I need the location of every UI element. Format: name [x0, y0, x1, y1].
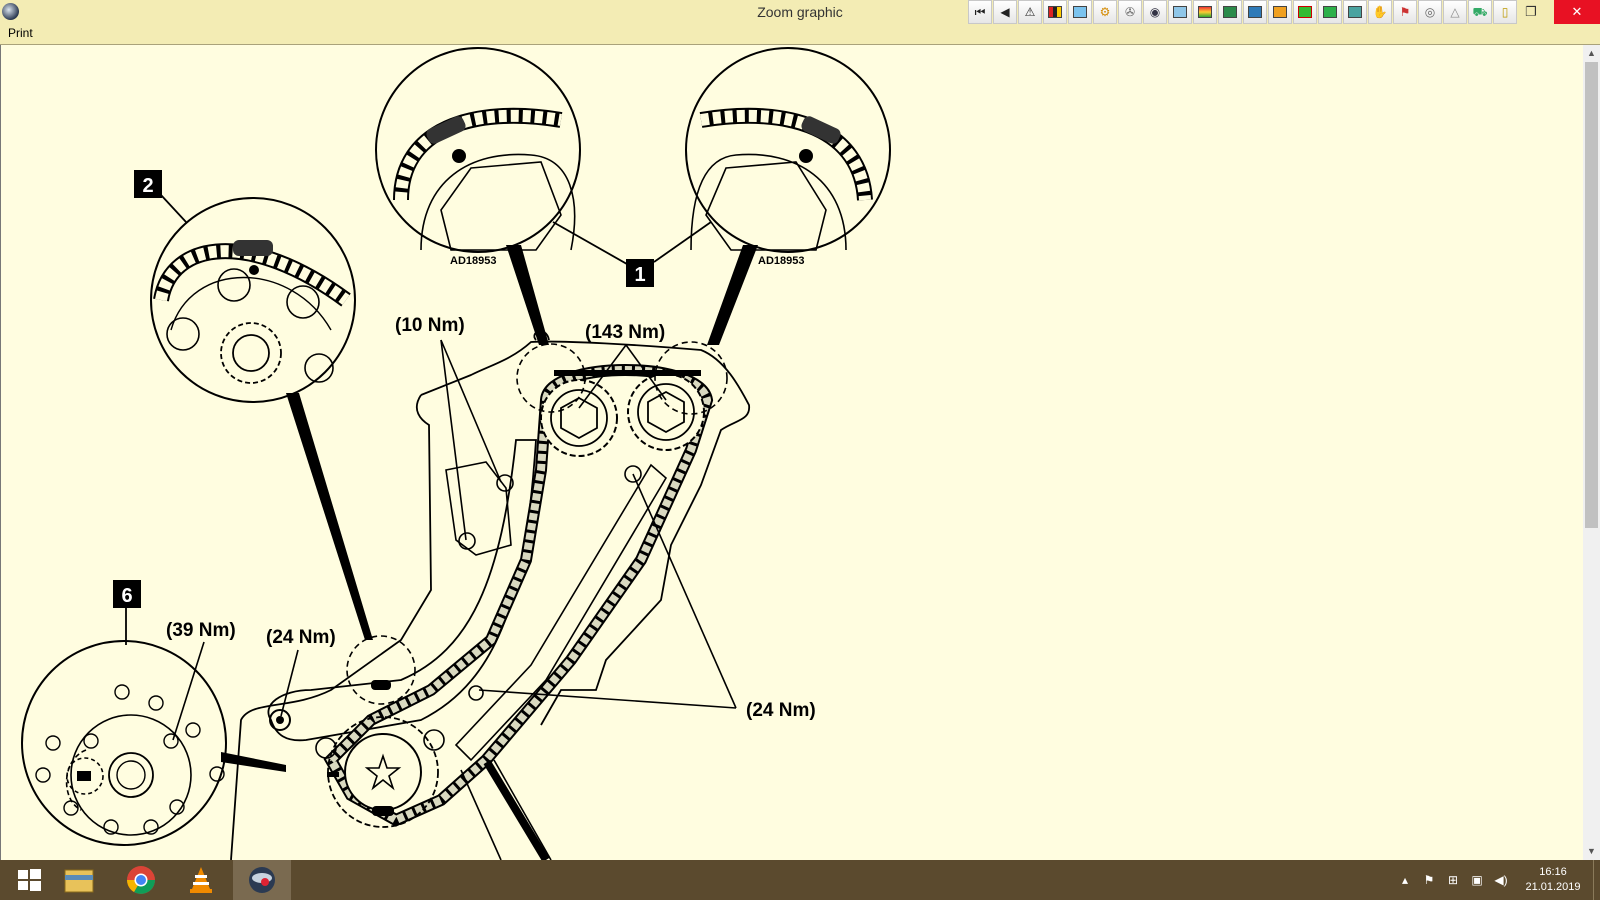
- tags-icon[interactable]: [1293, 0, 1317, 24]
- camshaft-sprocket-left: [540, 379, 618, 457]
- table-icon[interactable]: [1318, 0, 1342, 24]
- taskbar: ▴ ⚑ ⊞ ▣ ◀) 16:16 21.01.2019: [0, 860, 1600, 900]
- zoom-graphic-canvas: 1 2 6 (10 Nm) (143 Nm) (39 Nm) (24 Nm) (…: [0, 45, 1584, 860]
- callout-box-6: [113, 580, 141, 608]
- lower-chain-right: [460, 759, 552, 860]
- callout-boxes: 1 2 6: [113, 170, 654, 608]
- camshaft-sprocket-right: [627, 373, 705, 451]
- engine-icon[interactable]: ⚑: [1393, 0, 1417, 24]
- autodata-app-icon: [249, 867, 275, 893]
- camera-icon[interactable]: ◎: [1418, 0, 1442, 24]
- gear-icon[interactable]: ⚙: [1093, 0, 1117, 24]
- close-button[interactable]: ✕: [1554, 0, 1600, 24]
- settings-icon[interactable]: [1343, 0, 1367, 24]
- flag-icon[interactable]: ⚑: [1423, 873, 1435, 887]
- color-palette-icon[interactable]: [1043, 0, 1067, 24]
- menu-bar: Print: [0, 24, 1600, 45]
- clock-icon[interactable]: ◉: [1143, 0, 1167, 24]
- taskbar-file-explorer[interactable]: [50, 860, 108, 900]
- system-tray: ▴ ⚑ ⊞ ▣ ◀) 16:16 21.01.2019: [1393, 860, 1600, 900]
- tensioner-rail: [267, 439, 537, 742]
- window-title: Zoom graphic: [757, 4, 843, 20]
- callout-box-2: [134, 170, 162, 198]
- guide-rail: [454, 463, 668, 762]
- tensioner-contact-mark: [371, 680, 391, 690]
- glove-icon[interactable]: ✋: [1368, 0, 1392, 24]
- leader-lines: [125, 194, 758, 772]
- chain-tensioner: [445, 461, 514, 556]
- detail-view-1-left: [375, 47, 581, 253]
- info-icon[interactable]: ▯: [1493, 0, 1517, 24]
- toolbar: ⏮ ◀ ⚠ ⚙ ✇ ◉ ✋ ⚑ ◎ △ ⛟ ▯: [968, 0, 1517, 24]
- detail-markers: [346, 341, 728, 705]
- warning-icon[interactable]: ⚠: [1018, 0, 1042, 24]
- first-page-icon[interactable]: ⏮: [968, 0, 992, 24]
- torque-label-24nm-right: (24 Nm): [746, 700, 816, 721]
- detail-view-1-right: [685, 47, 891, 253]
- callout-label-6: 6: [121, 585, 132, 607]
- window-controls: ❐ ✕: [1508, 0, 1600, 24]
- timing-chain: [323, 364, 714, 827]
- chart-icon[interactable]: [1193, 0, 1217, 24]
- torque-label-24nm-left: (24 Nm): [266, 627, 336, 648]
- taskbar-chrome[interactable]: [112, 860, 170, 900]
- restore-button[interactable]: ❐: [1525, 4, 1537, 19]
- callout-box-1: [626, 259, 654, 287]
- tray-expand-icon[interactable]: ▴: [1401, 873, 1409, 887]
- part-codes: AD18953 AD18953: [450, 255, 804, 267]
- torque-label-39nm: (39 Nm): [166, 620, 236, 641]
- previous-page-icon[interactable]: ◀: [993, 0, 1017, 24]
- folder-icon: [64, 869, 94, 893]
- hand-sign-icon[interactable]: △: [1443, 0, 1467, 24]
- timing-chain-diagram: 1 2 6 (10 Nm) (143 Nm) (39 Nm) (24 Nm) (…: [21, 47, 891, 860]
- windows-logo-icon: [18, 869, 41, 891]
- windows-start-button[interactable]: [0, 860, 58, 900]
- part-code-left: AD18953: [450, 255, 496, 267]
- menu-print[interactable]: Print: [8, 26, 33, 40]
- layout-icon[interactable]: [1218, 0, 1242, 24]
- usb-icon[interactable]: ⊞: [1447, 873, 1459, 887]
- vertical-scrollbar[interactable]: ▲ ▼: [1583, 45, 1600, 860]
- vlc-cone-icon: [190, 867, 212, 893]
- wiring-icon[interactable]: [1243, 0, 1267, 24]
- torque-labels: (10 Nm) (143 Nm) (39 Nm) (24 Nm) (24 Nm): [166, 315, 816, 721]
- part-code-right: AD18953: [758, 255, 804, 267]
- app-icon[interactable]: [2, 3, 19, 20]
- callout-label-2: 2: [142, 175, 153, 197]
- scroll-up-arrow-icon[interactable]: ▲: [1587, 48, 1596, 58]
- image-icon[interactable]: [1068, 0, 1092, 24]
- documents-icon[interactable]: [1268, 0, 1292, 24]
- taskbar-autodata[interactable]: [233, 860, 291, 900]
- clock-date: 21.01.2019: [1525, 881, 1581, 893]
- network-icon[interactable]: ▣: [1471, 873, 1483, 887]
- crankshaft-sprocket: [315, 716, 445, 828]
- scrollbar-thumb[interactable]: [1585, 62, 1598, 528]
- torque-label-10nm: (10 Nm): [395, 315, 465, 336]
- scroll-down-arrow-icon[interactable]: ▼: [1587, 846, 1596, 856]
- callout-label-1: 1: [634, 264, 645, 286]
- clock-time: 16:16: [1539, 866, 1567, 878]
- torque-label-143nm: (143 Nm): [585, 322, 665, 343]
- system-clock[interactable]: 16:16 21.01.2019: [1513, 865, 1593, 895]
- component-icon[interactable]: [1168, 0, 1192, 24]
- volume-icon[interactable]: ◀): [1494, 873, 1508, 887]
- tools-icon[interactable]: ✇: [1118, 0, 1142, 24]
- show-desktop-button[interactable]: [1593, 860, 1600, 900]
- title-bar: Zoom graphic ⏮ ◀ ⚠ ⚙ ✇ ◉ ✋ ⚑ ◎ △ ⛟ ▯ ❐ ✕: [0, 0, 1600, 25]
- chrome-icon: [127, 866, 155, 894]
- detail-view-2: [150, 197, 356, 403]
- car-icon[interactable]: ⛟: [1468, 0, 1492, 24]
- detail-view-6: [21, 640, 227, 846]
- taskbar-vlc[interactable]: [172, 860, 230, 900]
